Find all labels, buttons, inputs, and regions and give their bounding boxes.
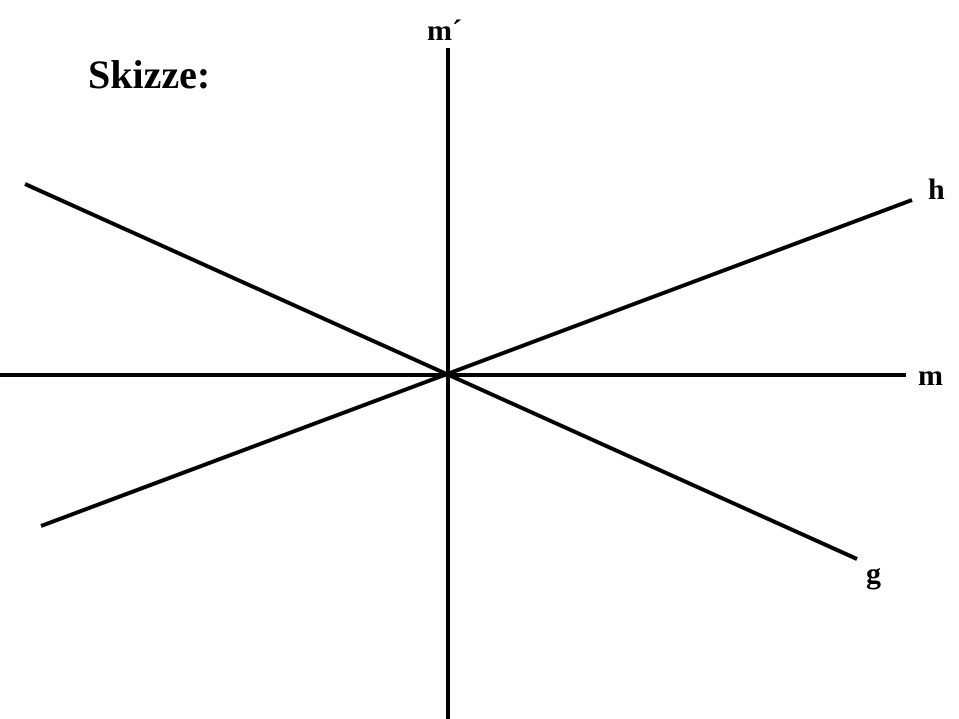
line-g (24, 182, 858, 561)
label-h: h (928, 173, 945, 206)
label-m: m (918, 359, 943, 392)
label-m-prime: m´ (427, 14, 462, 47)
line-h (40, 198, 913, 528)
label-g: g (866, 557, 881, 590)
sketch-title: Skizze: (88, 52, 210, 97)
